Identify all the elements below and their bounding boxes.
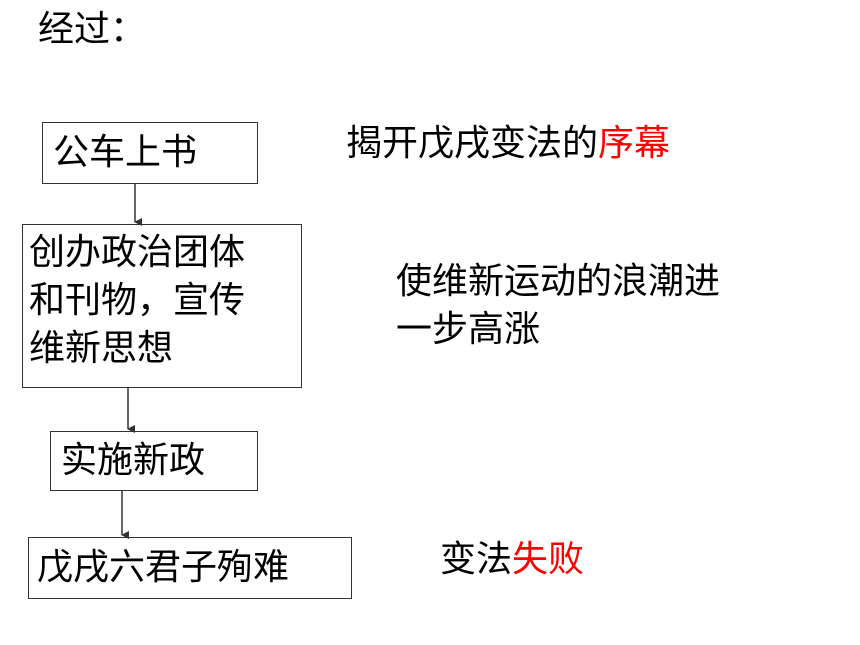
- flow-step-line: 创办政治团体: [29, 232, 246, 273]
- note-line: 一步高涨: [396, 309, 541, 350]
- note-text: 揭开戊戌变法的: [346, 123, 599, 164]
- note-line: 使维新运动的浪潮进: [396, 261, 721, 302]
- step-note: 使维新运动的浪潮进 一步高涨: [396, 258, 816, 354]
- note-text: 变法: [440, 539, 513, 580]
- note-highlight: 失败: [512, 539, 585, 580]
- flow-step-label: 公车上书: [53, 132, 198, 173]
- flow-step-box: 实施新政: [50, 431, 258, 491]
- flow-step-line: 和刊物，宣传: [29, 280, 246, 321]
- flow-step-label: 实施新政: [61, 440, 206, 481]
- note-highlight: 序幕: [598, 123, 671, 164]
- flow-step-box: 创办政治团体 和刊物，宣传 维新思想: [22, 224, 302, 388]
- step-note: 变法失败: [440, 536, 584, 584]
- page-title: 经过：: [38, 9, 147, 50]
- flow-step-box: 戊戌六君子殉难: [28, 537, 352, 599]
- flow-step-line: 维新思想: [29, 328, 174, 369]
- flow-step-box: 公车上书: [42, 122, 258, 184]
- flow-step-label: 戊戌六君子殉难: [37, 547, 290, 588]
- step-note: 揭开戊戌变法的序幕: [346, 120, 670, 168]
